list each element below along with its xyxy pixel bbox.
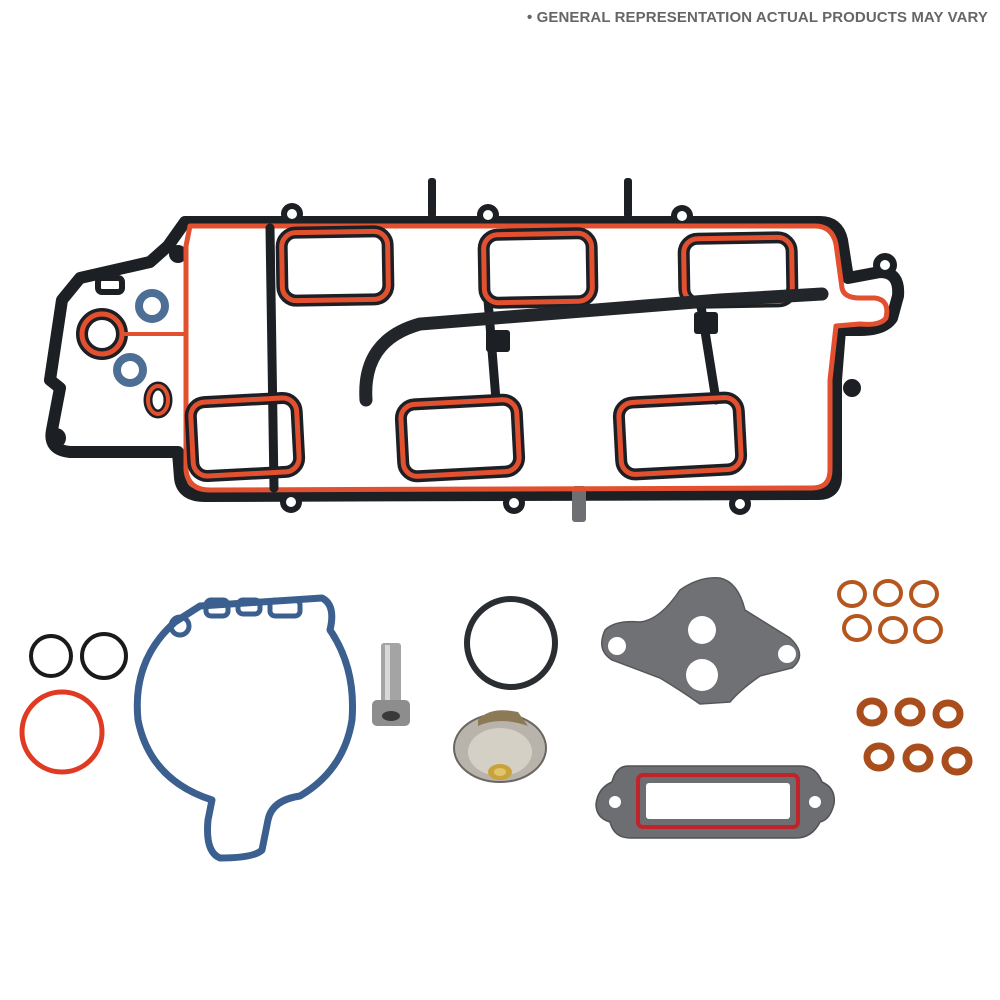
black-o-ring-2 <box>80 632 128 680</box>
coolant-port-seals <box>76 275 186 419</box>
thermostat <box>453 710 547 783</box>
black-o-ring-1 <box>29 634 73 678</box>
copper-o-rings <box>837 579 943 644</box>
metal-sleeve-bolt <box>372 643 410 726</box>
intake-manifold-gasket <box>44 178 905 522</box>
hose-clips <box>486 312 718 352</box>
intake-ports <box>184 225 799 483</box>
thermostat-seal-ring <box>464 596 558 690</box>
thermostat-housing-gasket <box>595 765 835 839</box>
disclaimer-caption: • GENERAL REPRESENTATION ACTUAL PRODUCTS… <box>526 9 988 26</box>
copper-washer-seals <box>856 697 973 776</box>
blue-water-pump-gasket <box>133 594 356 862</box>
egr-gasket <box>601 577 801 705</box>
red-o-ring <box>19 689 105 775</box>
pcv-hose <box>359 287 829 407</box>
